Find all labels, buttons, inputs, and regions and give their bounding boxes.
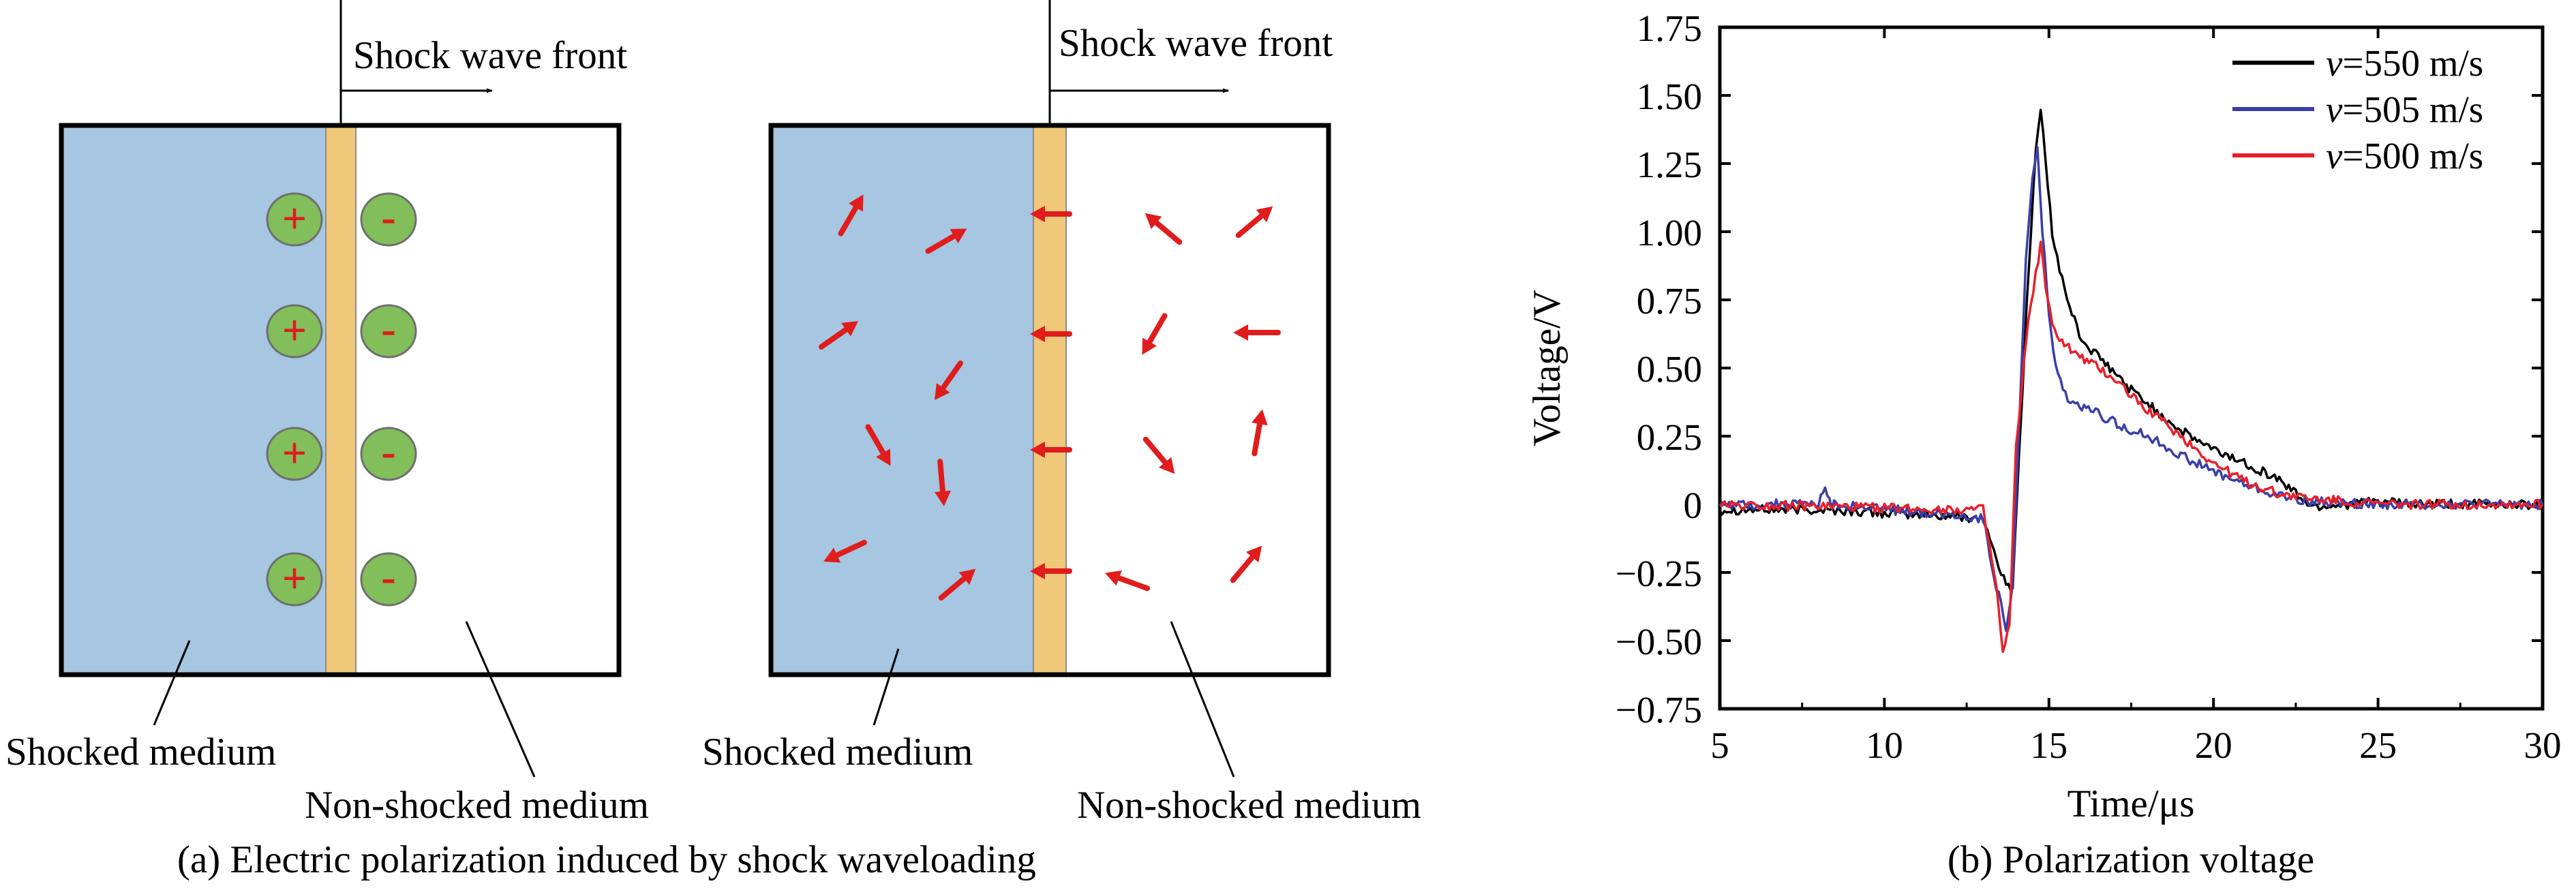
y-tick-label: 1.25 bbox=[1637, 144, 1702, 185]
positive-charge-symbol: + bbox=[282, 194, 307, 243]
legend-value: =505 m/s bbox=[2342, 89, 2483, 130]
shocked-medium-label: Shocked medium bbox=[702, 731, 973, 774]
dipole-arrow bbox=[938, 568, 976, 601]
x-axis-label: Time/μs bbox=[2067, 782, 2195, 825]
legend: v=550 m/sv=505 m/sv=500 m/s bbox=[2232, 42, 2483, 177]
x-tick-label: 20 bbox=[2195, 724, 2232, 766]
negative-charge: - bbox=[360, 427, 417, 481]
legend-entry: v=505 m/s bbox=[2326, 89, 2483, 130]
x-tick-label: 15 bbox=[2030, 724, 2067, 766]
positive-charge: + bbox=[266, 552, 323, 607]
dipole-arrow bbox=[823, 540, 867, 563]
panel-a-left-diagram: Shock wave front + - + - + - + - Shocked medium… bbox=[5, 0, 649, 827]
y-tick-label: 1.75 bbox=[1637, 7, 1702, 49]
negative-charge: - bbox=[360, 304, 417, 358]
y-tick-label: −0.50 bbox=[1616, 621, 1702, 662]
nonshocked-leader-line bbox=[465, 621, 536, 778]
legend-symbol: v bbox=[2326, 89, 2343, 130]
dipole-arrow bbox=[1030, 563, 1072, 579]
dipole-arrow bbox=[935, 360, 963, 401]
positive-charge: + bbox=[266, 427, 323, 481]
y-tick-label: 0.50 bbox=[1637, 348, 1702, 390]
dipole-arrow bbox=[1104, 570, 1151, 592]
dipole-arrow bbox=[1233, 324, 1281, 341]
dipole-arrow bbox=[818, 321, 859, 350]
nonshocked-leader-line bbox=[1170, 621, 1235, 778]
legend-value: =550 m/s bbox=[2342, 42, 2483, 84]
series-line bbox=[1718, 146, 2544, 632]
y-axis-label: Voltage/V bbox=[1526, 290, 1569, 446]
shocked-leader-line bbox=[153, 640, 191, 726]
x-tick-label: 10 bbox=[1866, 724, 1903, 766]
x-tick-label: 5 bbox=[1710, 724, 1729, 766]
series-group bbox=[1718, 108, 2544, 654]
shocked-leader-line bbox=[873, 648, 900, 726]
polarization-voltage-chart: 5 10 15 20 25 30 −0.75 −0.50 −0.25 0 0.25 0.50 0.75 1… bbox=[1526, 7, 2562, 825]
y-tick-label: −0.25 bbox=[1616, 553, 1702, 594]
axis-ticks: 5 10 15 20 25 30 −0.75 −0.50 −0.25 0 0.25 0.50 0.75 1… bbox=[1616, 7, 2562, 766]
shock-front-label: Shock wave front bbox=[353, 34, 627, 77]
negative-charge: - bbox=[360, 192, 417, 247]
dipole-arrow bbox=[838, 194, 864, 236]
negative-charge-symbol: - bbox=[381, 193, 395, 241]
nonshocked-medium-label: Non-shocked medium bbox=[305, 784, 649, 827]
shock-front-layer bbox=[325, 125, 357, 675]
positive-charge: + bbox=[266, 304, 323, 358]
dipole-group bbox=[818, 194, 1281, 601]
shocked-medium-label: Shocked medium bbox=[5, 731, 276, 774]
dipole-arrow bbox=[925, 228, 967, 254]
series-line bbox=[1718, 108, 2544, 592]
dipole-arrow bbox=[935, 459, 951, 506]
dipole-arrow bbox=[1145, 213, 1183, 245]
series-line bbox=[1719, 241, 2544, 654]
shocked-medium-region bbox=[771, 125, 1033, 675]
y-tick-label: −0.75 bbox=[1616, 689, 1702, 731]
y-tick-label: 0.25 bbox=[1637, 416, 1702, 458]
shock-front-label: Shock wave front bbox=[1059, 22, 1333, 65]
negative-charge-symbol: - bbox=[381, 427, 395, 476]
charge-group: + - + - + - + - bbox=[266, 192, 417, 607]
dipole-arrow bbox=[1030, 206, 1072, 222]
panel-b-caption: (b) Polarization voltage bbox=[1948, 838, 2314, 881]
positive-charge-symbol: + bbox=[282, 429, 307, 477]
dipole-arrow bbox=[1030, 326, 1072, 342]
dipole-arrow bbox=[1142, 313, 1168, 355]
negative-charge: - bbox=[360, 552, 417, 607]
y-tick-label: 1.00 bbox=[1637, 212, 1702, 254]
positive-charge: + bbox=[266, 192, 323, 247]
positive-charge-symbol: + bbox=[282, 554, 307, 602]
dipole-arrow bbox=[865, 424, 891, 466]
y-tick-label: 1.50 bbox=[1637, 76, 1702, 117]
dipole-arrow bbox=[1235, 206, 1273, 239]
x-tick-label: 30 bbox=[2524, 724, 2562, 766]
panel-a-caption: (a) Electric polarization induced by sho… bbox=[177, 838, 1036, 881]
nonshocked-medium-label: Non-shocked medium bbox=[1077, 784, 1421, 827]
positive-charge-symbol: + bbox=[282, 306, 307, 354]
legend-symbol: v bbox=[2326, 42, 2343, 84]
shock-front-layer bbox=[1033, 125, 1067, 675]
panel-a-right-diagram: Shock wave front Shocked medium Non-shoc… bbox=[702, 0, 1421, 827]
y-tick-label: 0.75 bbox=[1637, 280, 1702, 322]
legend-value: =500 m/s bbox=[2342, 135, 2483, 177]
dipole-arrow bbox=[1230, 545, 1262, 583]
dipole-arrow bbox=[1252, 409, 1268, 457]
legend-symbol: v bbox=[2326, 135, 2343, 177]
negative-charge-symbol: - bbox=[381, 553, 395, 601]
legend-entry: v=500 m/s bbox=[2326, 135, 2483, 177]
y-tick-label: 0 bbox=[1684, 485, 1703, 526]
legend-entry: v=550 m/s bbox=[2326, 42, 2483, 84]
negative-charge-symbol: - bbox=[381, 305, 395, 353]
dipole-arrow bbox=[1030, 442, 1072, 458]
x-tick-label: 25 bbox=[2359, 724, 2397, 766]
dipole-arrow bbox=[1142, 436, 1175, 474]
